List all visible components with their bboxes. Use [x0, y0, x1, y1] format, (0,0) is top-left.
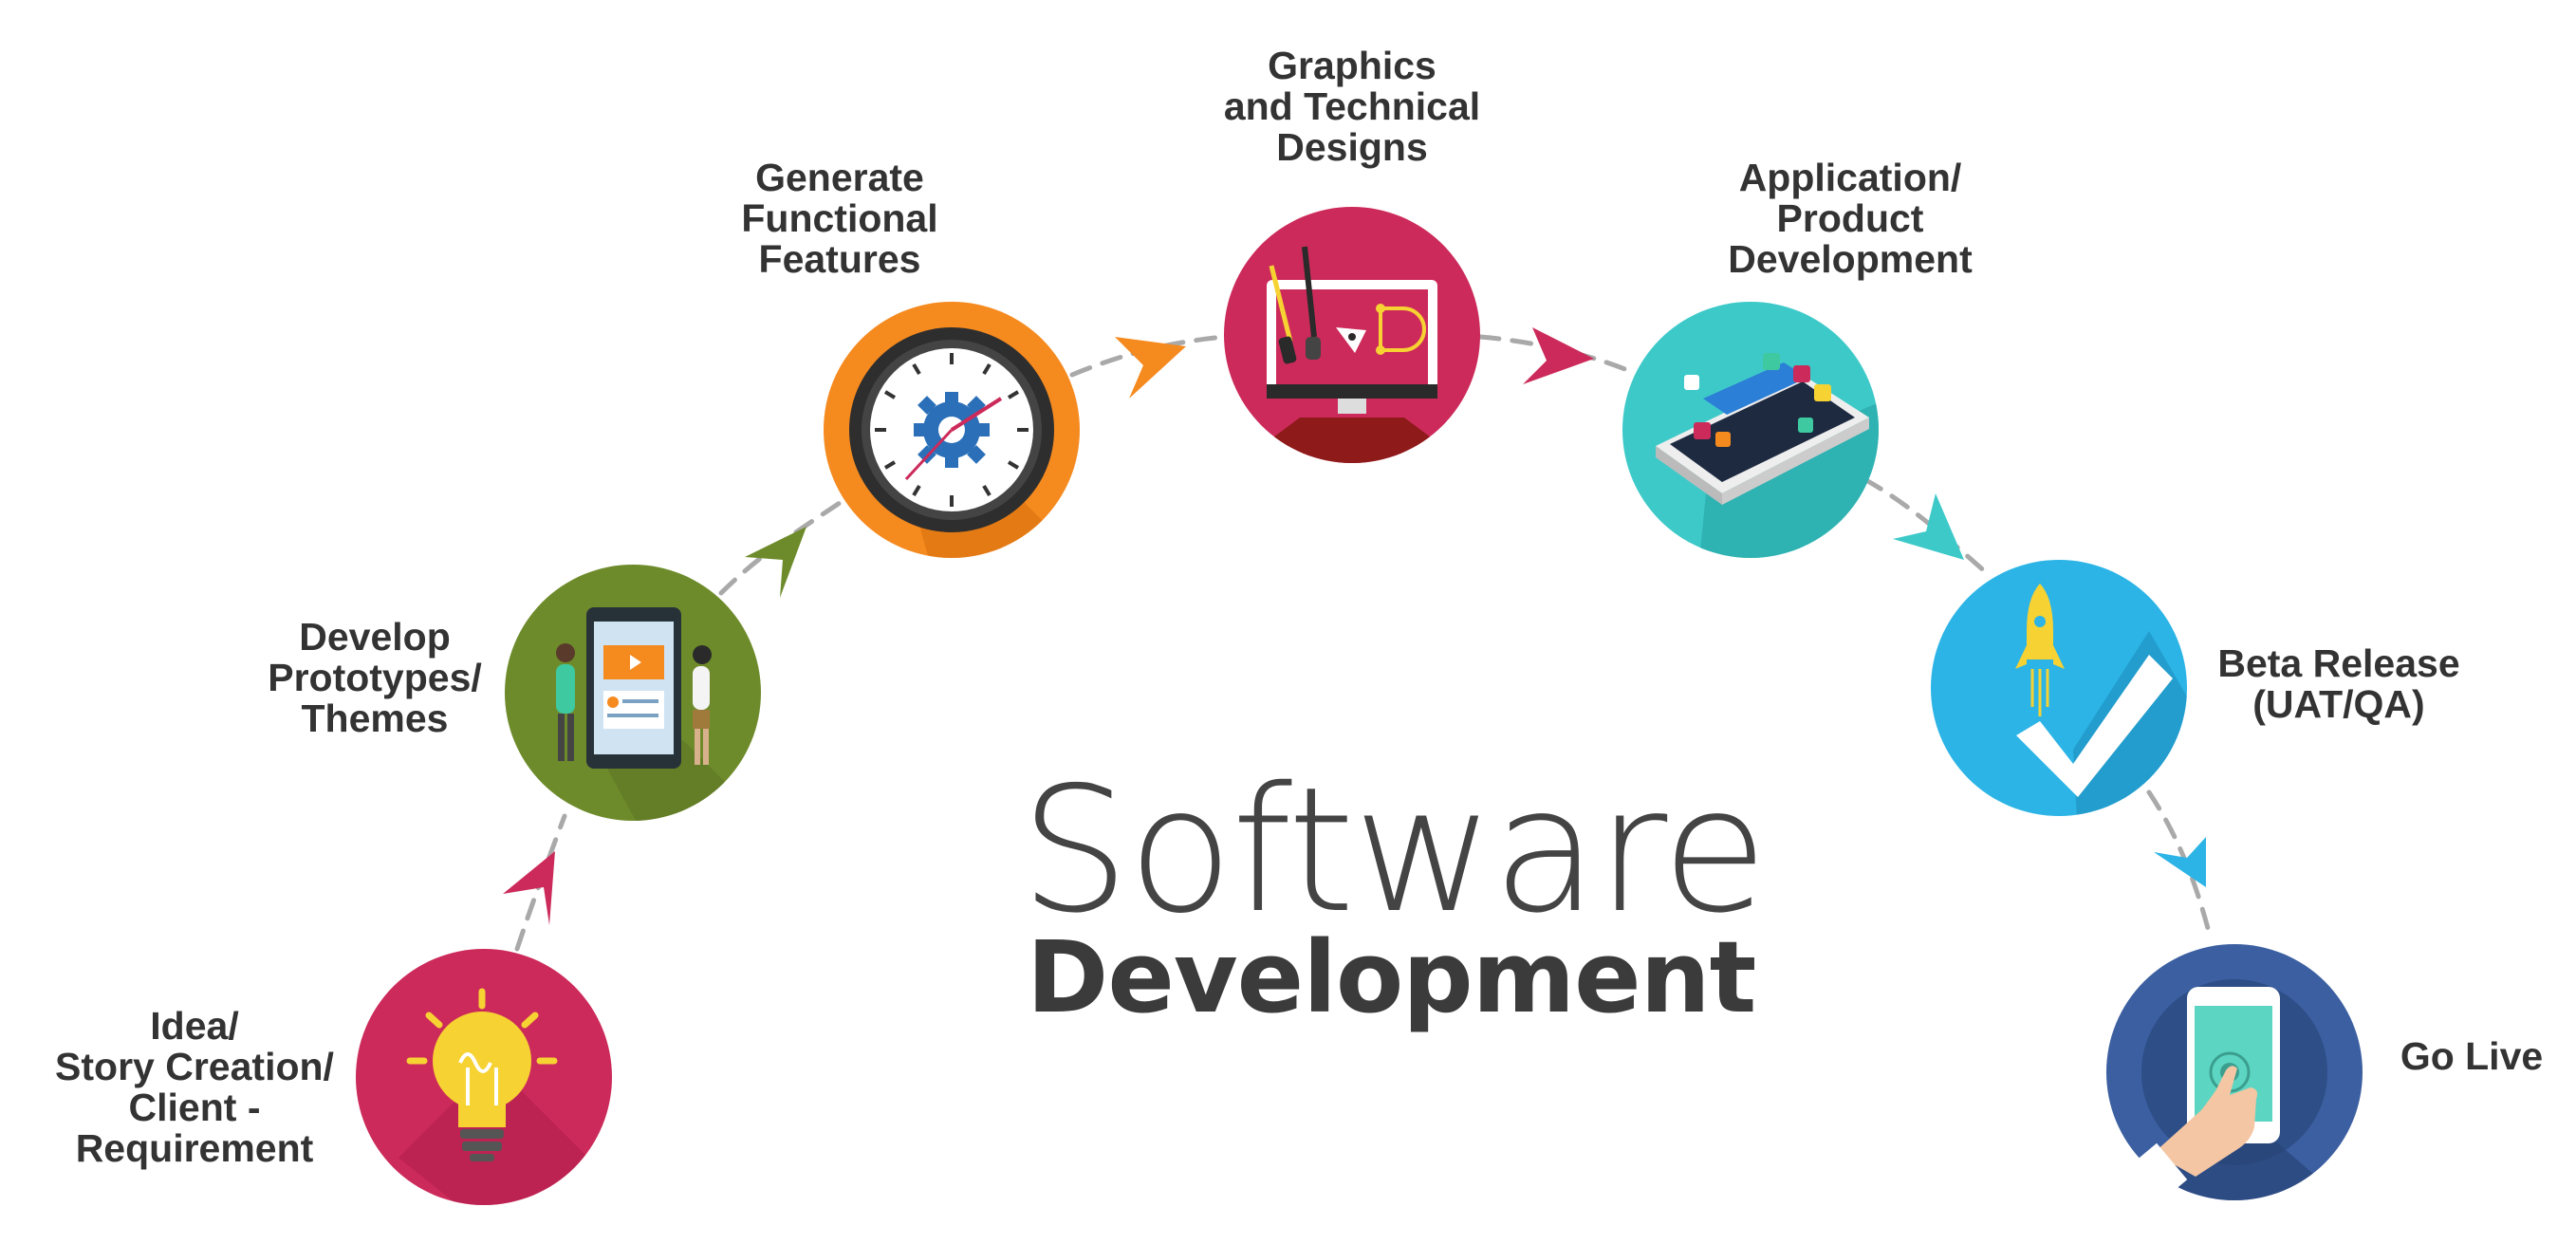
step-5-label-line-1: Application/ [1738, 156, 1962, 199]
step-3-label-line-1: Generate [755, 156, 924, 199]
step-4-label: Graphics and Technical Designs [1191, 46, 1513, 168]
title-development: Development [1027, 919, 1756, 1035]
lightbulb-icon [406, 988, 558, 1161]
step-2-label-line-2: Prototypes/ [268, 656, 482, 699]
arrow-4 [1523, 327, 1594, 384]
touch-phone-icon [2120, 987, 2280, 1211]
step-3-label-line-3: Features [758, 237, 921, 281]
connector-5-6 [1862, 476, 1991, 577]
step-2-label-line-3: Themes [301, 696, 449, 740]
arrow-1 [503, 851, 555, 925]
arrow-6 [2154, 837, 2206, 887]
step-7-label-line-1: Go Live [2400, 1034, 2544, 1078]
step-2-circle [505, 565, 761, 821]
title-software: Software [1020, 750, 1768, 951]
step-7-label: Go Live [2391, 1036, 2552, 1077]
design-monitor-icon [1267, 246, 1437, 414]
arrow-2 [745, 527, 806, 598]
prototype-screen-icon [556, 607, 712, 769]
step-1-label-line-2: Story Creation/ [55, 1045, 334, 1088]
step-6-label: Beta Release (UAT/QA) [2201, 643, 2476, 725]
step-5-circle [1622, 302, 1879, 558]
rocket-check-icon [2015, 584, 2173, 797]
clock-gear-icon [849, 327, 1054, 532]
step-5-label-line-2: Product [1776, 196, 1924, 240]
step-3-label-line-2: Functional [741, 196, 938, 240]
step-2-label: Develop Prototypes/ Themes [237, 617, 512, 739]
step-5-label-line-3: Development [1728, 237, 1973, 281]
step-3-label: Generate Functional Features [702, 158, 977, 280]
step-1-label-line-4: Requirement [75, 1126, 314, 1170]
arrow-3 [1115, 337, 1186, 399]
step-6-label-line-1: Beta Release [2217, 641, 2460, 685]
step-4-label-line-2: and Technical [1223, 84, 1481, 128]
step-1-label-line-1: Idea/ [150, 1004, 239, 1048]
step-4-label-line-1: Graphics [1268, 44, 1436, 87]
step-1-label: Idea/ Story Creation/ Client - Requireme… [28, 1006, 361, 1169]
smartphone-apps-icon [1656, 353, 1869, 505]
step-3-circle [824, 302, 1080, 558]
step-6-label-line-2: (UAT/QA) [2252, 682, 2425, 726]
step-6-circle [1931, 560, 2187, 816]
step-7-circle [2106, 944, 2363, 1211]
step-1-circle [356, 949, 612, 1205]
step-1-label-line-3: Client - [128, 1086, 261, 1129]
arrow-5 [1893, 493, 1964, 560]
step-2-label-line-1: Develop [299, 615, 451, 659]
step-4-label-line-3: Designs [1276, 125, 1428, 169]
step-4-circle [1224, 207, 1480, 463]
step-5-label: Application/ Product Development [1698, 158, 2002, 280]
